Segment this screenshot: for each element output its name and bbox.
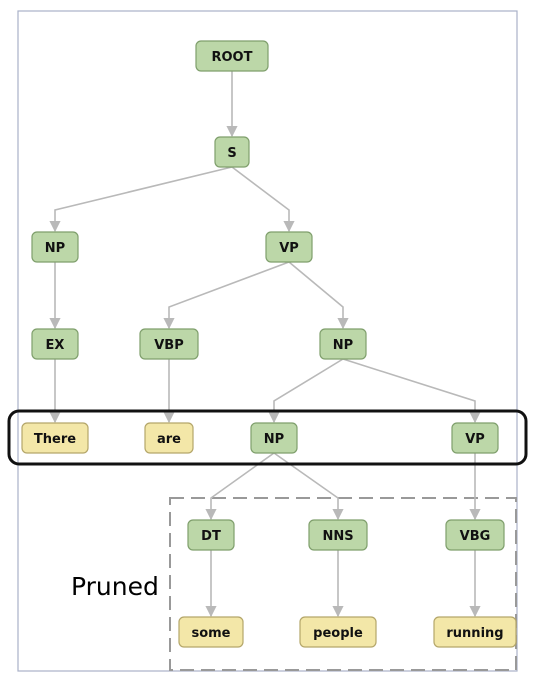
leaf-node-box bbox=[144, 422, 194, 454]
leaf-word-label: people bbox=[313, 626, 363, 641]
leaf-word-label: There bbox=[34, 432, 76, 447]
edge-np2-to-np3 bbox=[268, 358, 344, 424]
pruned-label: Pruned bbox=[71, 572, 159, 601]
node-are: are bbox=[144, 422, 194, 454]
node-np2: NP bbox=[319, 328, 367, 360]
edge-vp1-to-np2 bbox=[288, 261, 349, 330]
constituent-tag-label: S bbox=[227, 146, 236, 161]
node-s: S bbox=[214, 136, 250, 168]
node-root: ROOT bbox=[195, 40, 269, 72]
node-nns: NNS bbox=[308, 519, 368, 551]
constituent-node-box bbox=[187, 519, 235, 551]
leaf-node-box bbox=[299, 616, 377, 648]
constituent-tag-label: VBP bbox=[154, 338, 184, 353]
constituent-tag-label: NP bbox=[264, 432, 284, 447]
node-np3: NP bbox=[250, 422, 298, 454]
node-ex: EX bbox=[31, 328, 79, 360]
constituent-node-box bbox=[195, 40, 269, 72]
constituent-node-box bbox=[265, 231, 313, 263]
leaf-word-label: are bbox=[157, 432, 181, 447]
node-there: There bbox=[21, 422, 89, 454]
pruning-cut-highlight bbox=[7, 409, 528, 466]
constituent-tag-label: ROOT bbox=[212, 50, 253, 65]
edge-vp1-to-vbp bbox=[163, 261, 290, 330]
constituent-node-box bbox=[31, 231, 79, 263]
constituent-node-box bbox=[139, 328, 199, 360]
leaf-node-box bbox=[21, 422, 89, 454]
constituent-tag-label: NP bbox=[45, 241, 65, 256]
node-people: people bbox=[299, 616, 377, 648]
node-vp2: VP bbox=[451, 422, 499, 454]
node-dt: DT bbox=[187, 519, 235, 551]
node-running: running bbox=[433, 616, 517, 648]
constituent-tag-label: VP bbox=[465, 432, 485, 447]
tree-nodes: ROOT S NP VP EX VBP NP There are NP VP DT NNS VBG some… bbox=[21, 40, 517, 648]
constituent-node-box bbox=[31, 328, 79, 360]
leaf-word-label: running bbox=[446, 626, 503, 641]
constituent-node-box bbox=[214, 136, 250, 168]
leaf-node-box bbox=[433, 616, 517, 648]
constituent-tag-label: NNS bbox=[322, 529, 353, 544]
edge-np3-to-dt bbox=[205, 452, 275, 521]
node-some: some bbox=[178, 616, 244, 648]
diagram-frame bbox=[17, 10, 518, 672]
node-np1: NP bbox=[31, 231, 79, 263]
constituent-node-box bbox=[451, 422, 499, 454]
constituent-tag-label: VBG bbox=[460, 529, 491, 544]
constituent-node-box bbox=[308, 519, 368, 551]
leaf-node-box bbox=[178, 616, 244, 648]
constituent-tag-label: DT bbox=[201, 529, 221, 544]
edge-s-to-vp1 bbox=[231, 166, 295, 233]
leaf-word-label: some bbox=[191, 626, 230, 641]
constituent-node-box bbox=[319, 328, 367, 360]
constituent-tag-label: VP bbox=[279, 241, 299, 256]
pruned-region bbox=[169, 497, 517, 671]
constituent-node-box bbox=[250, 422, 298, 454]
constituent-tag-label: EX bbox=[46, 338, 65, 353]
edge-s-to-np1 bbox=[49, 166, 233, 233]
node-vp1: VP bbox=[265, 231, 313, 263]
constituent-tag-label: NP bbox=[333, 338, 353, 353]
node-vbg: VBG bbox=[445, 519, 505, 551]
edge-np2-to-vp2 bbox=[342, 358, 481, 424]
node-vbp: VBP bbox=[139, 328, 199, 360]
constituent-node-box bbox=[445, 519, 505, 551]
edge-np3-to-nns bbox=[273, 452, 344, 521]
